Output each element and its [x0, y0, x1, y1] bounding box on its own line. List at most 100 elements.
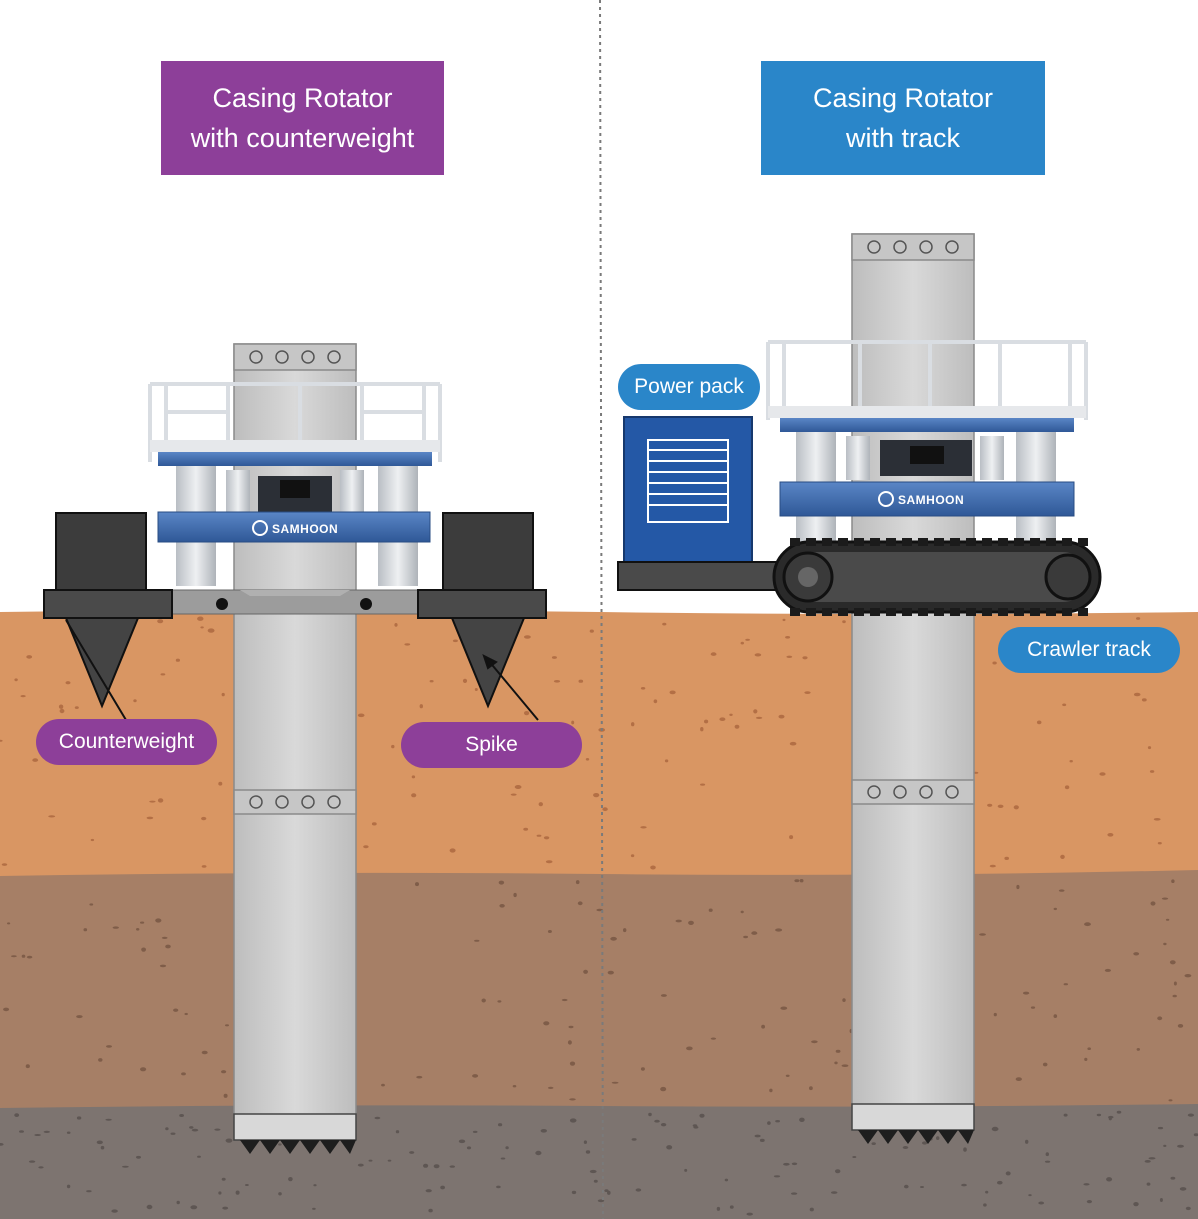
soil-grain: [1136, 1048, 1141, 1051]
soil-grain: [1053, 907, 1058, 911]
soil-grain: [753, 709, 758, 714]
soil-grain: [106, 1045, 112, 1048]
track-link: [806, 608, 816, 616]
soil-grain: [719, 717, 726, 721]
soil-grain: [184, 1012, 188, 1016]
soil-grain: [1064, 785, 1070, 790]
soil-grain: [111, 1209, 118, 1213]
soil-grain: [462, 678, 468, 684]
soil-grain: [449, 848, 456, 853]
bolt-hole: [275, 350, 289, 364]
soil-grain: [100, 1145, 105, 1150]
soil-grain: [43, 1130, 50, 1133]
soil-grain: [569, 1061, 576, 1066]
soil-grain: [1144, 1160, 1151, 1163]
soil-grain: [11, 955, 17, 958]
soil-grain: [631, 1138, 637, 1141]
soil-grain: [1, 863, 8, 866]
soil-grain: [1099, 772, 1106, 776]
soil-grain: [1025, 1139, 1029, 1144]
soil-grain: [1157, 1126, 1164, 1130]
soil-grain: [86, 1190, 92, 1193]
soil-grain: [540, 1129, 547, 1133]
power-pack-label: Power pack: [618, 364, 760, 410]
bolt-hole: [301, 795, 315, 809]
soil-grain: [583, 1140, 588, 1144]
soil-grain: [577, 901, 583, 906]
soil-grain: [222, 1206, 229, 1210]
soil-grain: [593, 1179, 598, 1183]
soil-grain: [992, 661, 997, 665]
soil-grain: [904, 1184, 909, 1189]
soil-grain: [1004, 856, 1009, 861]
track-link: [1046, 608, 1056, 616]
right-samhoon-logo: SAMHOON: [878, 491, 964, 507]
soil-grain: [1069, 760, 1073, 763]
soil-grain: [288, 1177, 293, 1182]
soil-middle-layer: [0, 870, 1198, 1112]
track-link: [918, 608, 928, 616]
soil-grain: [48, 815, 56, 818]
soil-grain: [786, 655, 793, 658]
soil-grain: [961, 1183, 967, 1187]
track-link: [1078, 608, 1088, 616]
soil-grain: [416, 1075, 423, 1079]
soil-grain: [1038, 1201, 1045, 1205]
soil-grain: [499, 904, 505, 908]
soil-grain: [221, 1070, 227, 1074]
soil-grain: [1062, 703, 1067, 707]
soil-grain: [979, 933, 986, 936]
soil-grain: [567, 1040, 572, 1045]
left-title-line2: with counterweight: [190, 123, 415, 153]
soil-grain: [415, 882, 419, 887]
soil-grain: [660, 1086, 667, 1092]
soil-grain: [991, 1126, 999, 1132]
soil-grain: [278, 1192, 282, 1196]
soil-grain: [607, 970, 614, 975]
soil-grain: [1013, 805, 1019, 810]
soil-grain: [357, 1163, 364, 1167]
soil-grain: [799, 879, 804, 883]
soil-grain: [1060, 854, 1065, 860]
bolt-hole: [327, 350, 341, 364]
left-rotator: SAMHOON: [148, 382, 442, 615]
soil-grain: [411, 793, 417, 798]
soil-grain: [589, 1169, 597, 1174]
soil-grain: [630, 854, 635, 858]
soil-grain: [1042, 1062, 1048, 1067]
soil-grain: [1063, 983, 1069, 986]
soil-grain: [1150, 901, 1156, 906]
soil-grain: [987, 803, 993, 807]
soil-grain: [1177, 1144, 1184, 1148]
soil-grain: [666, 1145, 673, 1150]
left-casing-pipe: [233, 343, 357, 1154]
soil-grain: [21, 954, 26, 958]
soil-grain: [569, 1098, 576, 1101]
soil-grain: [423, 1163, 429, 1168]
soil-grain: [775, 928, 783, 932]
soil-grain: [648, 1112, 652, 1117]
soil-grain: [59, 708, 65, 714]
soil-grain: [429, 680, 434, 683]
right-casing-bit: [852, 1130, 974, 1144]
soil-grain: [536, 834, 542, 837]
soil-grain: [789, 741, 797, 746]
soil-grain: [146, 816, 154, 820]
track-link: [1014, 608, 1024, 616]
soil-grain: [14, 1113, 20, 1117]
track-link: [886, 538, 896, 546]
soil-grain: [1044, 1160, 1051, 1163]
soil-grain: [593, 793, 600, 798]
soil-grain: [780, 1006, 788, 1010]
soil-grain: [32, 758, 39, 762]
soil-grain: [640, 826, 647, 829]
soil-grain: [452, 639, 458, 643]
soil-grain: [449, 1165, 455, 1168]
soil-grain: [394, 623, 398, 627]
right-rotator: SAMHOON: [766, 340, 1088, 542]
soil-grain: [1146, 1182, 1151, 1186]
soil-grain: [983, 1203, 987, 1207]
track-link: [854, 608, 864, 616]
soil-grain: [589, 629, 594, 633]
